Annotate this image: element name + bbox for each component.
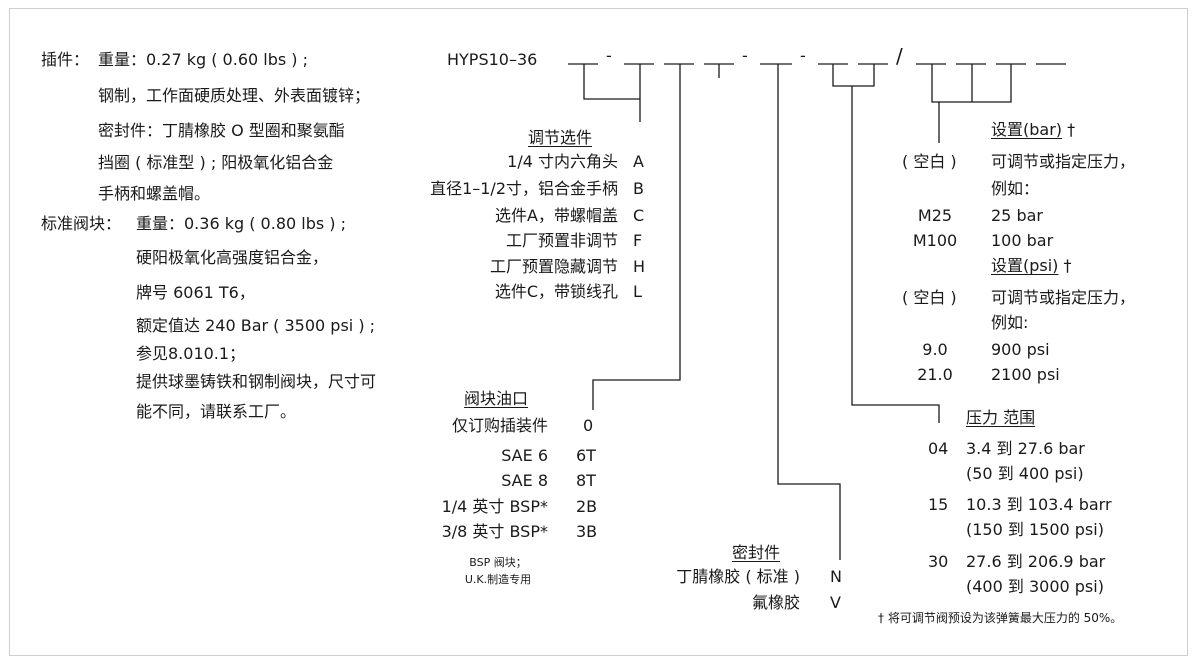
setting-psi-value-1: 900 psi — [991, 340, 1050, 359]
pressure-psi-3: (400 到 3000 psi) — [966, 577, 1104, 596]
adjust-option-label-6: 选件C，带锁线孔 — [494, 282, 618, 301]
setting-bar-title-wrap: 设置(bar) † — [991, 120, 1075, 140]
cartridge-line-1: 重量：0.27 kg ( 0.60 lbs ) ; — [98, 50, 309, 69]
port-label-5: 3/8 英寸 BSP* — [441, 522, 548, 541]
pressure-psi-2: (150 到 1500 psi) — [966, 520, 1104, 539]
port-label-3: SAE 8 — [501, 471, 548, 490]
separator-dash-1: - — [606, 46, 612, 65]
adjust-option-label-3: 选件A，带螺帽盖 — [495, 206, 618, 225]
setting-bar-blank-desc-2: 例如： — [991, 179, 1040, 198]
seal-code-1: N — [830, 567, 842, 586]
adjust-option-code-1: A — [633, 152, 644, 171]
body-label: 标准阀块： — [41, 214, 122, 233]
pressure-bar-3: 27.6 到 206.9 bar — [966, 552, 1106, 571]
adjust-option-code-3: C — [633, 206, 645, 225]
setting-bar-value-2: 100 bar — [991, 231, 1054, 250]
setting-bar-code-1: M25 — [917, 206, 953, 225]
body-line-1: 重量：0.36 kg ( 0.80 lbs ) ; — [136, 214, 347, 233]
port-code-5: 3B — [576, 522, 598, 541]
ports-title: 阀块油口 — [464, 389, 529, 408]
setting-psi-dagger: † — [1063, 256, 1072, 275]
adjust-option-label-1: 1/4 寸内六角头 — [507, 152, 618, 171]
pressure-code-3: 30 — [928, 552, 949, 571]
adjust-option-label-5: 工厂预置隐藏调节 — [489, 257, 618, 276]
seal-code-2: V — [830, 593, 841, 612]
pressure-range-title: 压力 范围 — [966, 408, 1036, 427]
cartridge-line-2: 钢制，工作面硬质处理、外表面镀锌； — [98, 86, 371, 105]
port-code-3: 8T — [576, 471, 596, 490]
setting-psi-blank-desc-1: 可调节或指定压力， — [991, 288, 1136, 307]
pressure-bar-2: 10.3 到 103.4 barr — [966, 495, 1112, 514]
port-label-2: SAE 6 — [501, 446, 548, 465]
port-label-4: 1/4 英寸 BSP* — [441, 497, 548, 516]
ports-note-2: U.K.制造专用 — [464, 573, 532, 586]
seal-label-2: 氟橡胶 — [751, 593, 800, 612]
setting-bar-blank-code: ( 空白 ) — [902, 152, 957, 171]
body-line-2: 硬阳极氧化高强度铝合金， — [136, 248, 329, 267]
cartridge-line-5: 手柄和螺盖帽。 — [98, 184, 211, 203]
adjust-option-code-4: F — [633, 231, 643, 250]
cartridge-label: 插件： — [41, 50, 90, 69]
setting-footnote: † 将可调节阀预设为该弹簧最大压力的 50%。 — [878, 611, 1123, 625]
adjust-option-label-2: 直径1–1/2寸，铝合金手柄 — [430, 179, 618, 198]
pressure-bar-1: 3.4 到 27.6 bar — [966, 439, 1085, 458]
port-code-4: 2B — [576, 497, 598, 516]
setting-bar-code-2: M100 — [912, 231, 958, 250]
body-line-5: 参见8.010.1； — [136, 344, 246, 363]
pressure-code-2: 15 — [928, 495, 949, 514]
leader-ports — [592, 64, 681, 410]
pressure-code-1: 04 — [928, 439, 949, 458]
body-line-4: 额定值达 240 Bar ( 3500 psi ) ; — [136, 316, 376, 335]
body-line-7: 能不同，请联系工厂。 — [136, 402, 297, 421]
separator-dash-3: - — [800, 46, 806, 65]
adjust-option-code-5: H — [633, 257, 646, 276]
setting-psi-blank-desc-2: 例如: — [991, 313, 1029, 332]
leader-adjust — [583, 64, 641, 122]
model-code: HYPS10–36 — [447, 50, 538, 69]
setting-bar-title: 设置(bar) — [991, 120, 1063, 139]
adjust-option-code-2: B — [633, 179, 644, 198]
body-line-3: 牌号 6061 T6， — [136, 283, 255, 302]
setting-psi-code-1: 9.0 — [922, 340, 948, 359]
leader-seals — [777, 64, 841, 560]
port-label-1: 仅订购插装件 — [451, 416, 548, 435]
leader-pressure — [832, 64, 940, 423]
leader-setting — [931, 64, 1012, 143]
pressure-psi-1: (50 到 400 psi) — [966, 464, 1084, 483]
port-code-2: 6T — [576, 446, 596, 465]
setting-bar-value-1: 25 bar — [991, 206, 1043, 225]
setting-bar-dagger: † — [1067, 120, 1076, 139]
setting-psi-blank-code: ( 空白 ) — [902, 288, 957, 307]
setting-psi-title-wrap: 设置(psi) † — [991, 256, 1072, 276]
adjust-options-title: 调节选件 — [528, 128, 593, 147]
body-line-6: 提供球墨铸铁和钢制阀块，尺寸可 — [136, 372, 377, 391]
port-code-1: 0 — [583, 416, 594, 435]
separator-slash: / — [896, 44, 903, 68]
cartridge-line-3: 密封件：丁腈橡胶 O 型圈和聚氨酯 — [98, 121, 345, 140]
diagram-frame — [9, 8, 1188, 656]
setting-psi-value-2: 2100 psi — [991, 365, 1060, 384]
separator-dash-2: - — [742, 46, 748, 65]
adjust-option-label-4: 工厂预置非调节 — [505, 231, 618, 250]
setting-psi-code-2: 21.0 — [917, 365, 953, 384]
cartridge-line-4: 挡圈 ( 标准型 ) ; 阳极氧化铝合金 — [98, 153, 334, 172]
seals-title: 密封件 — [732, 543, 781, 562]
ports-note-1: BSP 阀块； — [469, 556, 527, 569]
seal-label-1: 丁腈橡胶 ( 标准 ) — [676, 567, 800, 586]
adjust-option-code-6: L — [633, 282, 642, 301]
setting-bar-blank-desc-1: 可调节或指定压力， — [991, 152, 1136, 171]
setting-psi-title: 设置(psi) — [991, 256, 1059, 275]
